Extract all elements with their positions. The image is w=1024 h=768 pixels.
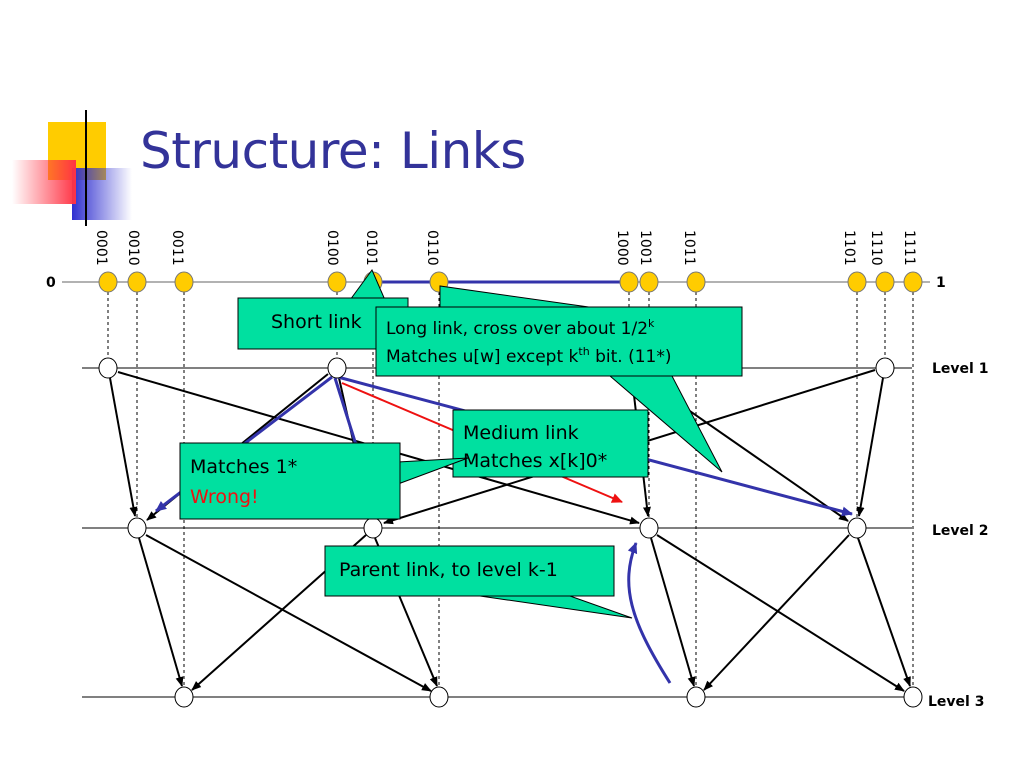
matches-1-link-tail: [333, 377, 359, 449]
level-1-node-0001: [98, 357, 118, 379]
level-2-node-1101: [847, 517, 867, 539]
link-l2-a-to-l3-a: [138, 537, 184, 687]
level-2-node-0010: [127, 517, 147, 539]
bit-label-1110: 1110: [868, 230, 884, 266]
level-1-node-0100: [327, 357, 347, 379]
parent-link: [627, 542, 672, 684]
level-2-node-1001: [639, 517, 659, 539]
link-l2-a-to-l3-b: [145, 534, 432, 692]
medium-link-callout-line2: Matches x[k]0*: [463, 450, 607, 472]
medium-link-callout-line1: Medium link: [463, 422, 579, 444]
key-node-0011: [174, 271, 194, 293]
level-1-label: Level 1: [932, 361, 988, 377]
axis-start-label: 0: [46, 275, 56, 291]
key-node-1101: [847, 271, 867, 293]
long-link-callout-pointer-top: [439, 285, 611, 311]
bit-label-1011: 1011: [681, 230, 697, 266]
slide-title: Structure: Links: [140, 122, 526, 180]
parent-link-callout-text: Parent link, to level k-1: [339, 559, 558, 581]
parent-link-callout-box: [324, 545, 615, 597]
key-node-0010: [127, 271, 147, 293]
parent-link-callout-pointer: [479, 595, 633, 619]
level-2-node-0101: [363, 517, 383, 539]
bit-label-0011: 0011: [169, 230, 185, 266]
bit-label-0010: 0010: [125, 230, 141, 266]
long-link-callout-line2: Matches u[w] except kth bit. (11*): [386, 345, 671, 367]
level-3-node-0011: [174, 686, 194, 708]
medium-link-callout-box: [452, 409, 649, 478]
long-link-callout-box: [375, 306, 743, 377]
logo-red-square: [12, 160, 76, 204]
bit-label-0001: 0001: [93, 230, 109, 266]
bit-label-1000: 1000: [614, 230, 630, 266]
level-2-label: Level 2: [932, 523, 988, 539]
key-node-1110: [875, 271, 895, 293]
level-3-node-0110: [429, 686, 449, 708]
link-l2-c-to-l3-c: [650, 537, 696, 687]
key-node-1001: [639, 271, 659, 293]
bit-label-0100: 0100: [324, 230, 340, 266]
link-l1-a-to-l2-a: [109, 377, 138, 517]
level-3-node-1011: [686, 686, 706, 708]
axis-end-label: 1: [936, 275, 946, 291]
level-3-label: Level 3: [928, 694, 984, 710]
link-l2-c-to-l3-d: [656, 534, 905, 692]
bit-label-1001: 1001: [637, 230, 653, 266]
key-node-0001: [98, 271, 118, 293]
link-l1-d-to-l2-d: [856, 377, 884, 517]
medium-link-callout: Medium link Matches x[k]0*: [452, 409, 649, 478]
matches-callout-wrong: Wrong!: [190, 486, 259, 508]
key-node-1111: [903, 271, 923, 293]
parent-link-callout: Parent link, to level k-1: [324, 545, 633, 619]
key-node-1000: [619, 271, 639, 293]
long-link-callout-line1: Long link, cross over about 1/2k: [386, 317, 655, 339]
matches-callout-box: [179, 442, 401, 520]
long-link-callout: Long link, cross over about 1/2k Matches…: [375, 285, 743, 473]
bit-label-0101: 0101: [363, 230, 379, 266]
key-node-0100: [327, 271, 347, 293]
level-3-node-1111: [903, 686, 923, 708]
link-l2-d-to-l3-d: [857, 537, 911, 687]
long-link-callout-sup-k: k: [648, 317, 655, 330]
link-l2-d-to-l3-c: [703, 534, 850, 691]
long-link-callout-sup-th: th: [578, 345, 589, 358]
logo-blue-square: [72, 168, 132, 220]
slide-logo: [12, 110, 132, 226]
matches-callout: Matches 1* Wrong!: [179, 442, 469, 520]
bit-label-1101: 1101: [841, 230, 857, 266]
key-node-1011: [686, 271, 706, 293]
bit-label-1111: 1111: [901, 230, 917, 266]
level-1-node-1110: [875, 357, 895, 379]
short-link-callout-text: Short link: [271, 311, 362, 333]
matches-callout-line1: Matches 1*: [190, 456, 297, 478]
bit-label-0110: 0110: [424, 230, 440, 266]
